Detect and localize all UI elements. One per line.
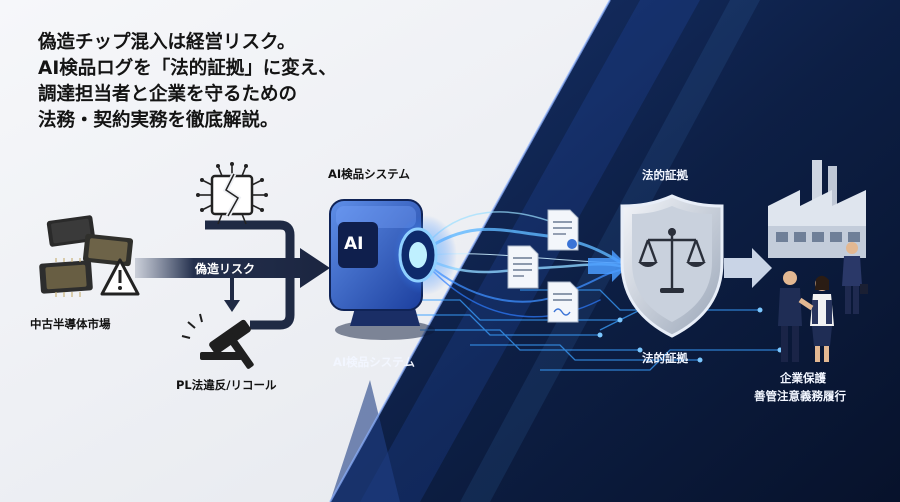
evidence-label-bottom: 法的証拠 [642,351,688,365]
used-market-label: 中古半導体市場 [30,317,111,331]
business-people-icon [778,242,868,362]
corp-protection-label: 企業保護 [780,371,826,385]
ai-logo-text: AI [344,234,364,254]
counterfeit-risk-label: 偽造リスク [195,262,256,276]
factory-icon [768,160,866,258]
broken-chip-icon [196,162,268,225]
ai-system-label-top: AI検品システム [328,167,410,181]
duty-of-care-label: 善管注意義務履行 [754,389,846,403]
evidence-label-top: 法的証拠 [642,168,688,182]
document-icon [507,209,579,323]
headline-line-3: 調達担当者と企業を守るための [38,84,298,105]
ai-system-label-bottom: AI検品システム [333,355,415,369]
headline-line-4: 法務・契約実務を徹底解説。 [38,110,279,131]
risk-arrow [135,220,330,330]
shield-scale-icon [620,194,724,338]
ai-scanner-icon [329,199,457,340]
pl-violation-label: PL法違反/リコール [176,378,277,392]
headline: 偽造チップ混入は経営リスク。 AI検品ログを「法的証拠」に変え、 調達担当者と企… [38,30,337,134]
dark-panel [330,0,900,502]
gavel-icon [181,313,254,369]
headline-line-2: AI検品ログを「法的証拠」に変え、 [38,58,337,79]
headline-line-1: 偽造チップ混入は経営リスク。 [38,32,296,53]
chip-icon [39,215,134,297]
warning-icon [100,258,140,296]
